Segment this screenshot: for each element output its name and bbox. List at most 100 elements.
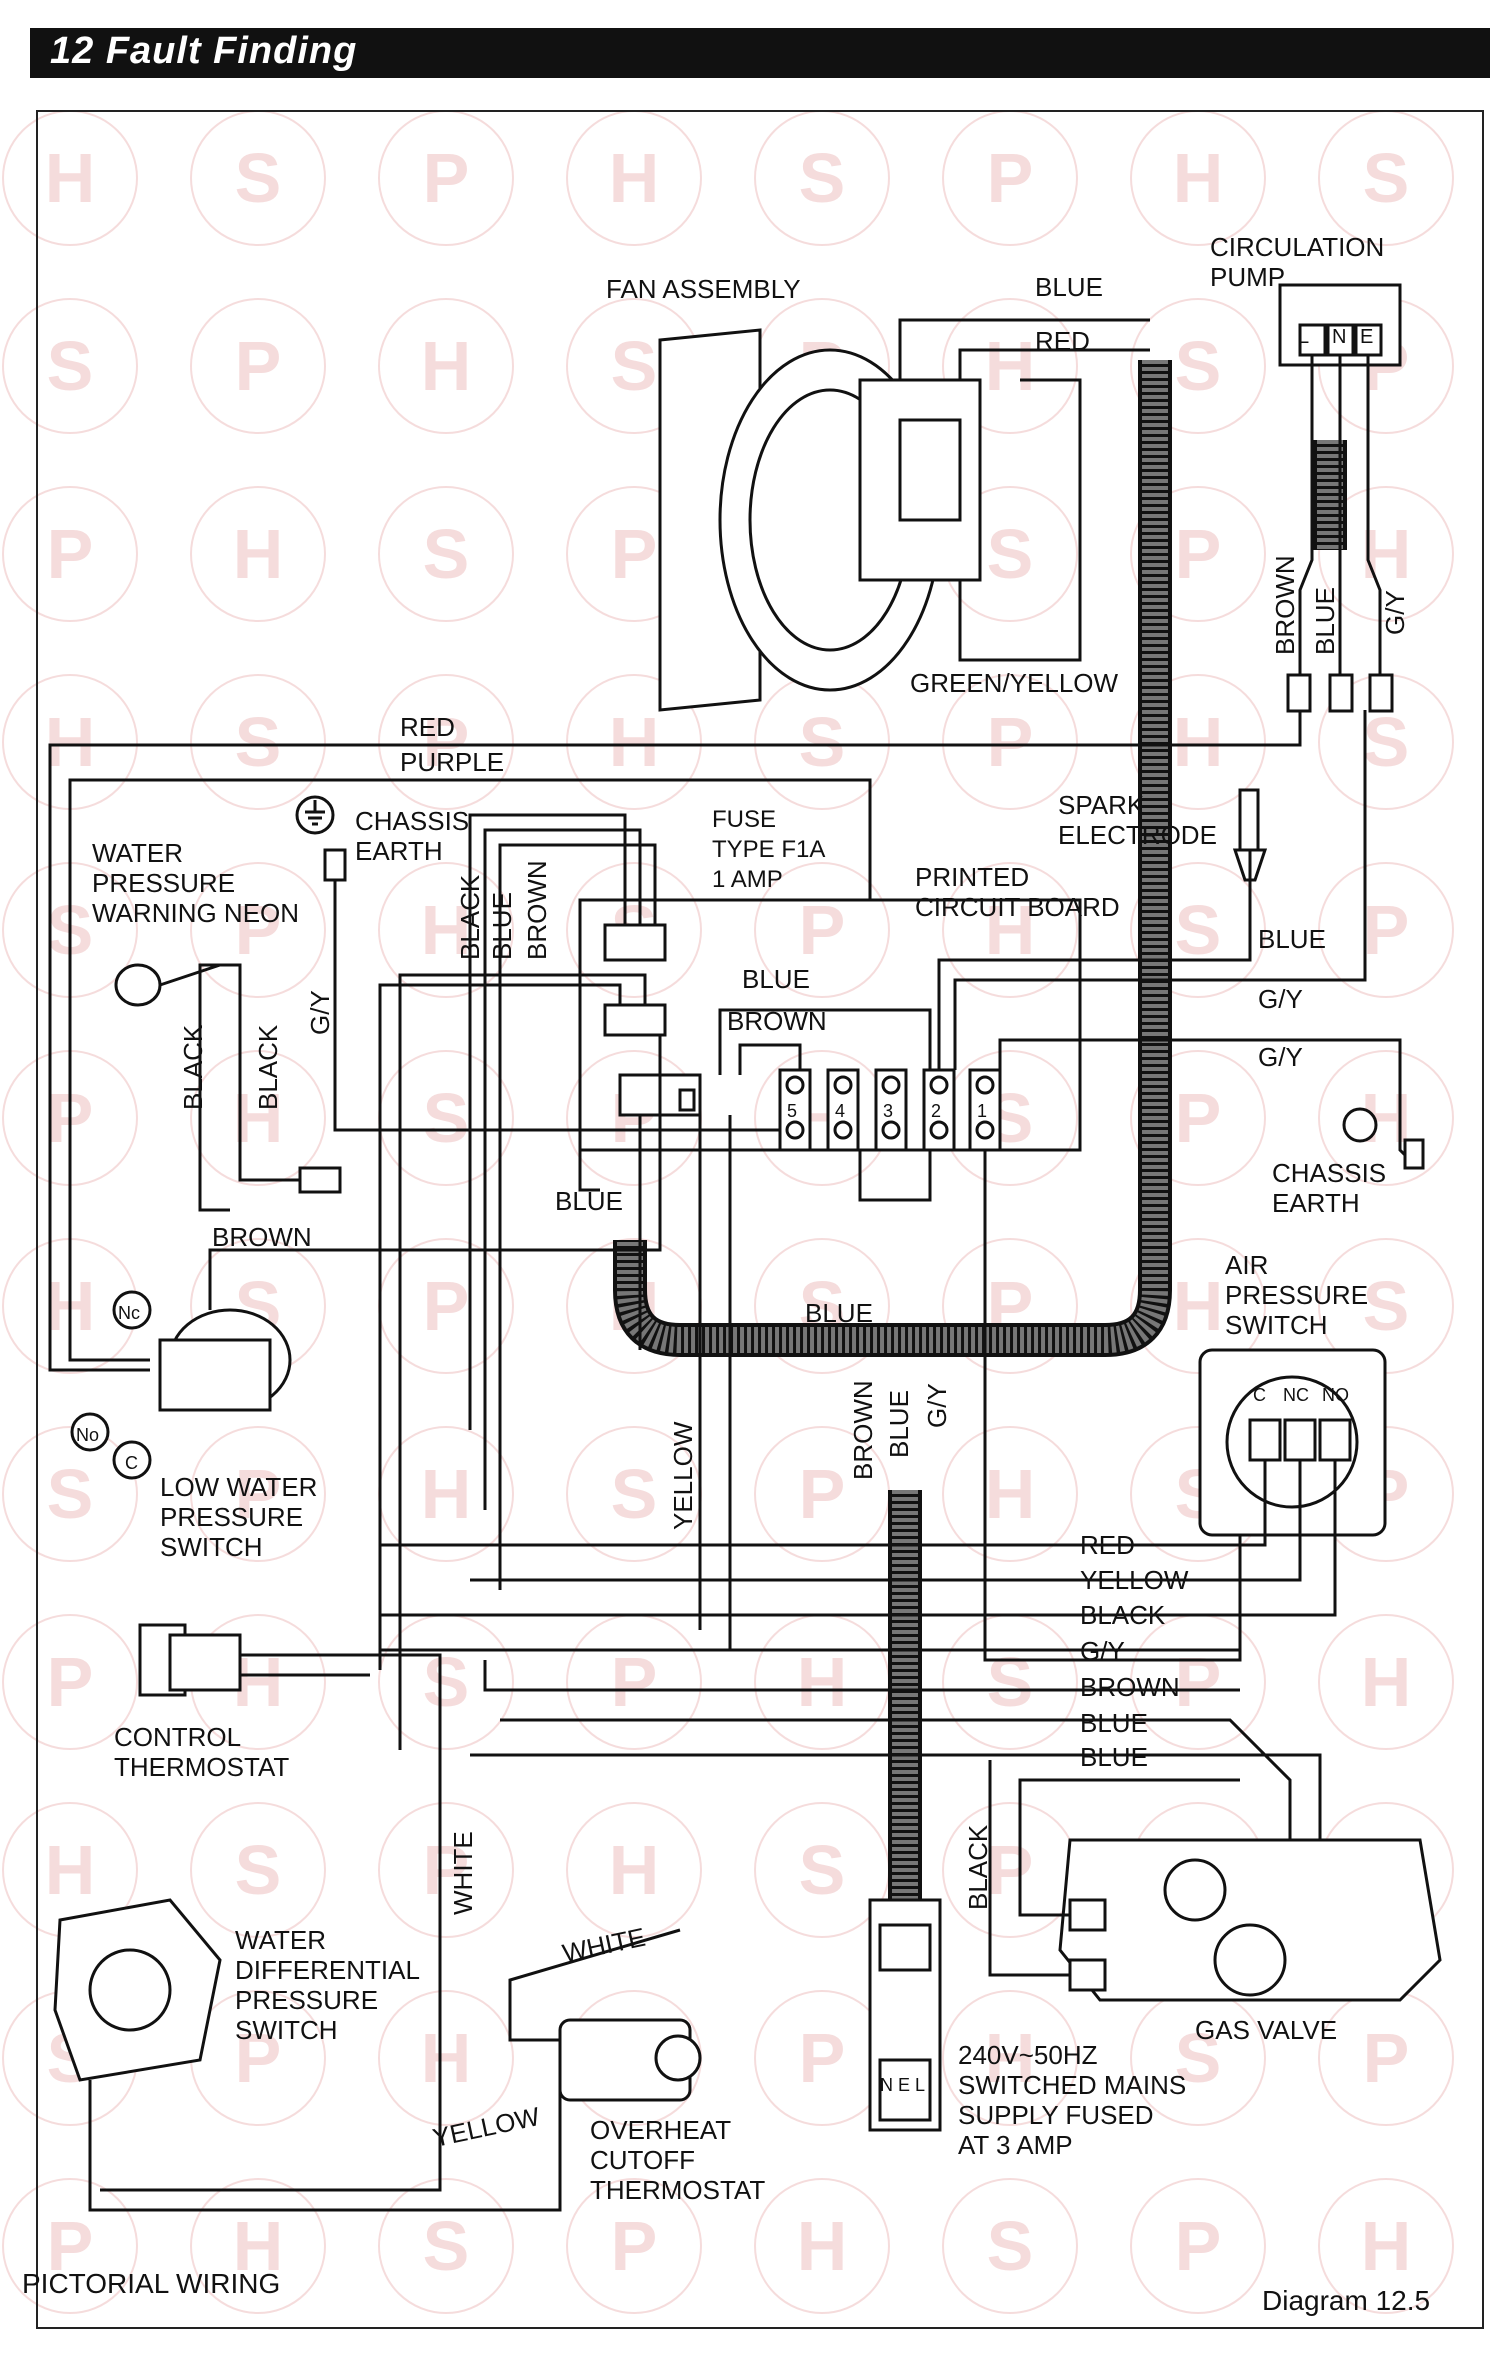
wire-label-blue-harness: BLUE (884, 1390, 914, 1458)
wire-label-yellow-v: YELLOW (668, 1421, 698, 1530)
watermark-tile: H (1318, 1614, 1454, 1750)
watermark-tile: P (190, 862, 326, 998)
watermark-tile: H (942, 862, 1078, 998)
circulation-pump (1278, 283, 1402, 713)
wire-label-gy-right2: G/Y (1258, 1042, 1303, 1072)
mains-plug (868, 1898, 942, 2132)
wire-label-blue-bottom: BLUE (805, 1298, 873, 1328)
watermark-tile: S (190, 1802, 326, 1938)
watermark-tile: P (190, 1990, 326, 2126)
watermark-tile: S (2, 298, 138, 434)
watermark-tile: H (1130, 1238, 1266, 1374)
wire-label-black-neon2: BLACK (253, 1024, 283, 1110)
wire-label-red-bus: RED (1080, 1530, 1135, 1560)
watermark-tile: H (378, 1990, 514, 2126)
aps-terminal-no: NO (1322, 1385, 1349, 1405)
watermark-tile: H (1318, 2178, 1454, 2314)
mains-supply-label: 240V~50Hz SWITCHED MAINS SUPPLY FUSED AT… (958, 2040, 1187, 2160)
chassis-earth-top (295, 795, 600, 1132)
spark-electrode-label: SPARK ELECTRODE (1058, 790, 1217, 850)
water-diff-switch-label: WATER DIFFERENTIAL PRESSURE SWITCH (235, 1925, 420, 2045)
spark-electrode (1232, 788, 1268, 882)
watermark-tile: P (2, 2178, 138, 2314)
wire-label-red-top: RED (400, 712, 455, 742)
wire-label-black-gas: BLACK (963, 1824, 993, 1910)
watermark-tile: H (942, 1426, 1078, 1562)
watermark-tile: H (942, 298, 1078, 434)
watermark-tile: H (190, 486, 326, 622)
wire-label-brown-pcb: BROWN (727, 1006, 827, 1036)
air-pressure-switch-label: AIR PRESSURE SWITCH (1225, 1250, 1369, 1340)
wire-label-black-neon1: BLACK (178, 1024, 208, 1110)
watermark-tile: S (942, 2178, 1078, 2314)
lw-terminal-nc: Nc (118, 1303, 140, 1323)
wire-label-yellow-bus: YELLOW (1080, 1565, 1189, 1595)
watermark-tile: P (566, 2178, 702, 2314)
wire-label-black-bus: BLACK (1080, 1600, 1166, 1630)
header-bar (30, 28, 1490, 78)
lw-terminal-no: No (76, 1425, 100, 1445)
wire-label-blue-pcb: BLUE (742, 964, 810, 994)
watermark-tile: P (1318, 862, 1454, 998)
wire-label-blue-bus1: BLUE (1080, 1708, 1148, 1738)
wire-label-blue-mid: BLUE (555, 1186, 623, 1216)
watermark-tile: H (378, 1426, 514, 1562)
watermark-tile: P (1130, 1614, 1266, 1750)
water-pressure-neon-label: WATER PRESSURE WARNING NEON (92, 838, 300, 928)
watermark-tile: H (190, 2178, 326, 2314)
diagram-frame (36, 110, 1484, 2329)
pcb-label: PRINTED CIRCUIT BOARD (915, 862, 1120, 922)
watermark-tile: S (1130, 298, 1266, 434)
chassis-earth-right-label: CHASSIS EARTH (1272, 1158, 1387, 1218)
watermark-tile: H (566, 1802, 702, 1938)
pump-terminal-l: L (1298, 326, 1310, 348)
watermark-tile: P (378, 1802, 514, 1938)
wire-label-blue-right: BLUE (1258, 924, 1326, 954)
watermark-tile: P (2, 486, 138, 622)
wire-label-blue-fan: BLUE (1035, 272, 1103, 302)
watermark-tile: P (754, 862, 890, 998)
wire-label-brown-harness: BROWN (848, 1380, 878, 1480)
watermark-tile: S (2, 1426, 138, 1562)
wire-label-gy-bus: G/Y (1080, 1636, 1125, 1666)
watermark-tile: H (1130, 674, 1266, 810)
wire-label-blue-pump: BLUE (1310, 587, 1340, 655)
lw-terminal-c: C (125, 1453, 138, 1473)
watermark-tile: S (190, 674, 326, 810)
watermark-tile: P (754, 1990, 890, 2126)
watermark-tile: H (378, 298, 514, 434)
watermark-tile: S (378, 486, 514, 622)
overheat-cutoff-thermostat (508, 1928, 702, 2102)
wire-label-gy-harness: G/Y (922, 1383, 952, 1428)
watermark-tile: S (1130, 862, 1266, 998)
chassis-earth-right (1342, 1107, 1425, 1170)
watermark-tile: H (2, 674, 138, 810)
printed-circuit-board (578, 898, 1082, 1152)
overheat-thermostat-label: OVERHEAT CUTOFF THERMOSTAT (590, 2115, 766, 2205)
wire-label-gy-right1: G/Y (1258, 984, 1303, 1014)
wire-label-red-fan: RED (1035, 326, 1090, 356)
watermark-tile: P (190, 298, 326, 434)
wire-label-black-v1: BLACK (455, 874, 485, 960)
wire-label-blue-bus2: BLUE (1080, 1742, 1148, 1772)
watermark-tile: P (2, 1614, 138, 1750)
wire-label-green-yellow: GREEN/YELLOW (910, 668, 1119, 698)
air-pressure-switch (380, 1348, 1387, 1617)
watermark-tile: H (378, 862, 514, 998)
fan-assembly (658, 318, 1150, 712)
pcb-terminal-1: 1 (977, 1101, 988, 1121)
fan-assembly-label: FAN ASSEMBLY (606, 274, 801, 304)
wire-label-purple: PURPLE (400, 747, 505, 777)
page-title: 12 Fault Finding (50, 30, 358, 72)
wire-label-brown-left: BROWN (212, 1222, 312, 1252)
footer-diagram-number: Diagram 12.5 (1262, 2285, 1431, 2316)
pcb-terminal-2: 2 (931, 1101, 942, 1121)
watermark-tile: H (2, 110, 138, 246)
water-differential-pressure-switch (53, 1898, 562, 2212)
watermark-tile: P (378, 674, 514, 810)
aps-terminal-nc: NC (1283, 1385, 1309, 1405)
wire-label-brown-v1: BROWN (522, 860, 552, 960)
pcb-terminal-5: 5 (787, 1101, 798, 1121)
